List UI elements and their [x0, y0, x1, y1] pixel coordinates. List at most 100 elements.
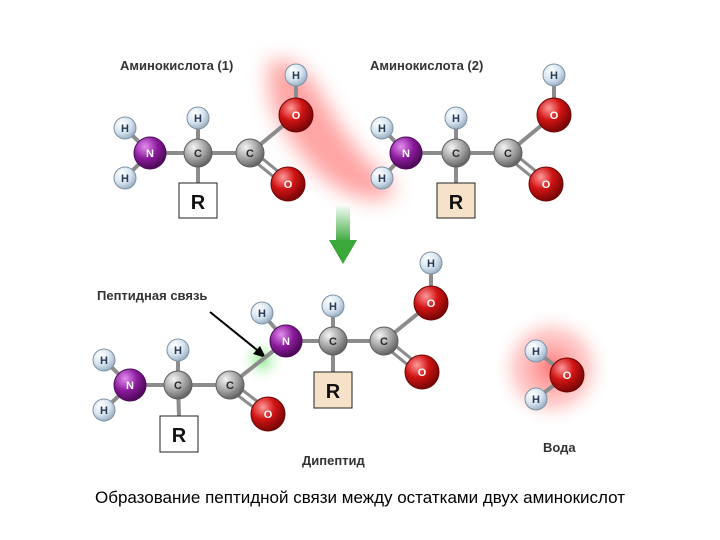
hydrogen-atom: H: [444, 106, 468, 130]
water-label: Вода: [543, 440, 576, 455]
carbon-atom-symbol: C: [194, 148, 202, 160]
reaction-arrow-icon: [329, 204, 357, 264]
hydrogen-atom: H: [92, 348, 116, 372]
r-group-label: R: [172, 425, 187, 447]
r-group-label: R: [191, 192, 206, 214]
oxygen-atom-symbol: O: [550, 110, 559, 122]
hydrogen-atom: H: [113, 116, 137, 140]
carbon-atom-sphere: [163, 370, 193, 400]
oxygen-atom-symbol: O: [264, 409, 273, 421]
carbon-atom-symbol: C: [246, 148, 254, 160]
amino-acid-1-label: Аминокислота (1): [120, 58, 233, 73]
hydrogen-atom-symbol: H: [452, 113, 460, 125]
carbon-atom: C: [318, 326, 348, 356]
nitrogen-atom-symbol: N: [402, 148, 410, 160]
oxygen-atom: O: [536, 97, 572, 133]
nitrogen-atom: N: [269, 324, 303, 358]
hydrogen-atom: H: [166, 338, 190, 362]
carbon-atom-sphere: [235, 138, 265, 168]
hydrogen-atom-symbol: H: [121, 173, 129, 185]
hydrogen-atom-sphere: [250, 301, 274, 325]
r-group-label: R: [449, 192, 464, 214]
hydrogen-atom: H: [370, 166, 394, 190]
hydrogen-atom-sphere: [524, 387, 548, 411]
hydrogen-atom-sphere: [542, 63, 566, 87]
carbon-atom: C: [215, 370, 245, 400]
hydrogen-atom-sphere: [166, 338, 190, 362]
hydrogen-atom: H: [419, 251, 443, 275]
nitrogen-atom-sphere: [269, 324, 303, 358]
hydrogen-atom-symbol: H: [258, 308, 266, 320]
oxygen-atom-sphere: [278, 97, 314, 133]
dipeptide-label: Дипептид: [302, 453, 366, 468]
oxygen-atom-symbol: O: [284, 179, 293, 191]
hydrogen-atom: H: [113, 166, 137, 190]
hydrogen-atom-sphere: [92, 348, 116, 372]
hydrogen-atom-symbol: H: [121, 123, 129, 135]
hydrogen-atom-symbol: H: [329, 301, 337, 313]
r-group-box-1: R: [178, 182, 218, 219]
figure-caption: Образование пептидной связи между остатк…: [94, 488, 626, 507]
carbon-atom-sphere: [318, 326, 348, 356]
hydrogen-atom-symbol: H: [174, 345, 182, 357]
carbon-atom: C: [183, 138, 213, 168]
oxygen-atom: O: [549, 357, 585, 393]
carbon-atom: C: [493, 138, 523, 168]
peptide-bond-label: Пептидная связь: [97, 288, 207, 303]
hydrogen-atom: H: [542, 63, 566, 87]
oxygen-atom-symbol: O: [542, 179, 551, 191]
r-group-box-3: R: [159, 415, 199, 453]
hydrogen-atom-symbol: H: [100, 355, 108, 367]
carbon-atom-symbol: C: [174, 380, 182, 392]
hydrogen-atom: H: [524, 387, 548, 411]
hydrogen-atom-sphere: [321, 294, 345, 318]
water-removal-highlight: [268, 60, 394, 200]
hydrogen-atom-sphere: [92, 398, 116, 422]
hydrogen-atom-symbol: H: [550, 70, 558, 82]
hydrogen-atom-sphere: [370, 116, 394, 140]
hydrogen-atom-sphere: [284, 63, 308, 87]
hydrogen-atom-symbol: H: [378, 173, 386, 185]
r-group-box-4: R: [313, 371, 353, 409]
carbon-atom-sphere: [493, 138, 523, 168]
oxygen-atom-sphere: [413, 285, 449, 321]
oxygen-atom: O: [528, 166, 564, 202]
carbon-atom: C: [369, 326, 399, 356]
oxygen-atom-symbol: O: [292, 110, 301, 122]
hydrogen-atom-sphere: [419, 251, 443, 275]
hydrogen-atom-sphere: [370, 166, 394, 190]
hydrogen-atom-symbol: H: [378, 123, 386, 135]
hydrogen-atom: H: [284, 63, 308, 87]
hydrogen-atom: H: [321, 294, 345, 318]
oxygen-atom: O: [278, 97, 314, 133]
hydrogen-atom: H: [370, 116, 394, 140]
carbon-atom-sphere: [369, 326, 399, 356]
nitrogen-atom-symbol: N: [146, 148, 154, 160]
carbon-atom: C: [235, 138, 265, 168]
carbon-atom-symbol: C: [329, 336, 337, 348]
hydrogen-atom-symbol: H: [292, 70, 300, 82]
carbon-atom-sphere: [183, 138, 213, 168]
hydrogen-atom-symbol: H: [194, 113, 202, 125]
hydrogen-atom: H: [186, 106, 210, 130]
hydrogen-atom-symbol: H: [427, 258, 435, 270]
hydrogen-atom: H: [250, 301, 274, 325]
oxygen-atom-sphere: [536, 97, 572, 133]
nitrogen-atom-symbol: N: [126, 380, 134, 392]
oxygen-atom: O: [413, 285, 449, 321]
hydrogen-atom-symbol: H: [532, 346, 540, 358]
hydrogen-atom: H: [92, 398, 116, 422]
carbon-atom-sphere: [215, 370, 245, 400]
oxygen-atom-sphere: [528, 166, 564, 202]
r-group-box-2: R: [436, 182, 476, 219]
nitrogen-atom-sphere: [133, 136, 167, 170]
nitrogen-atom-symbol: N: [282, 336, 290, 348]
peptide-bond-pointer-icon: [209, 311, 266, 358]
hydrogen-atom: H: [524, 339, 548, 363]
r-group-label: R: [326, 381, 341, 403]
carbon-atom-symbol: C: [226, 380, 234, 392]
oxygen-atom-symbol: O: [427, 298, 436, 310]
oxygen-atom: O: [250, 396, 286, 432]
